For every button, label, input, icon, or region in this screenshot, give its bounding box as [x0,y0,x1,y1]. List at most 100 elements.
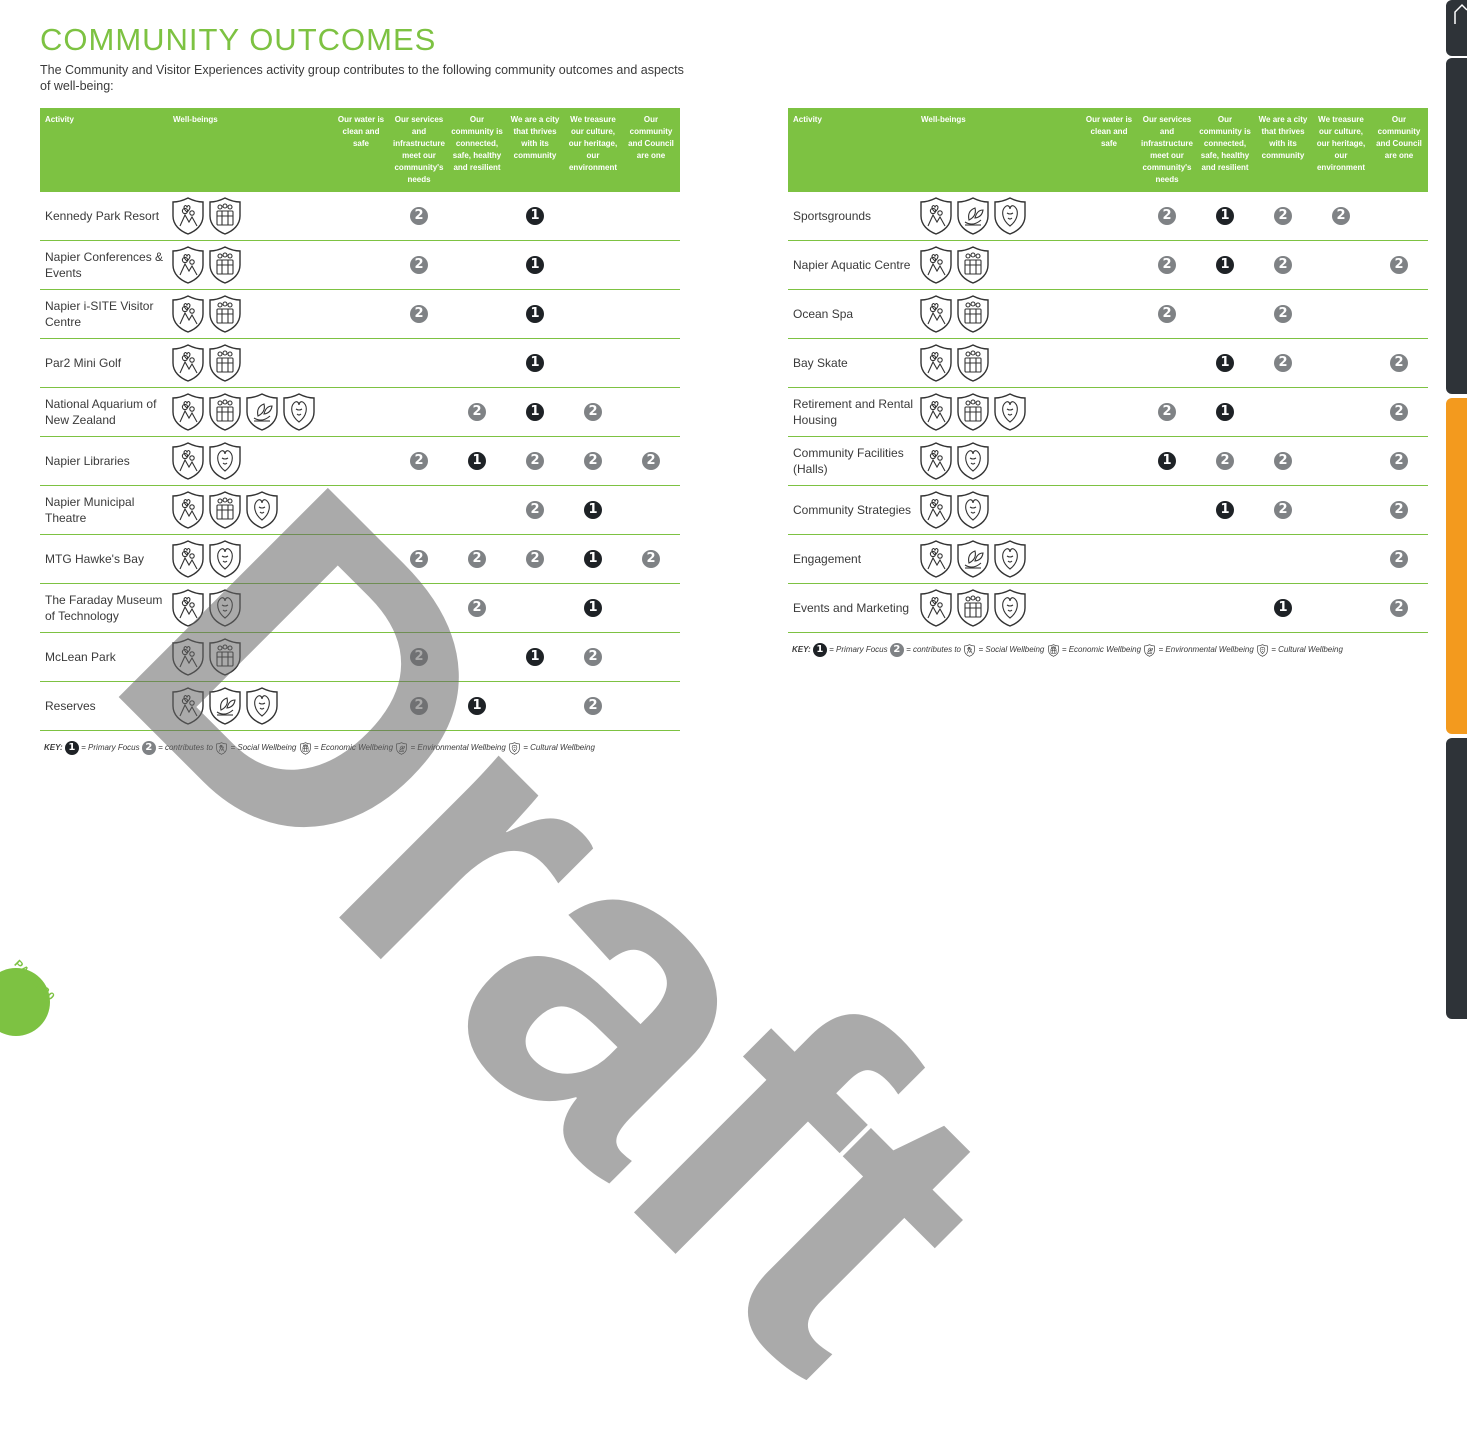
outcome-cell-water [332,289,390,339]
header-outcome-water: Our water is clean and safe [332,108,390,192]
header-outcome-culture: We treasure our culture, our heritage, o… [564,108,622,192]
outcome-cell-water [332,192,390,241]
contributes-badge: 2 [410,256,428,274]
outcome-cell-services: 2 [1138,240,1196,290]
outcome-cell-community: 1 [1196,338,1254,388]
outcome-cell-city: 2 [1254,240,1312,290]
outcome-cell-community: 1 [1196,485,1254,535]
primary-focus-badge: 1 [468,697,486,715]
outcome-cell-culture: 2 [564,436,622,486]
outcome-cell-culture [1312,534,1370,584]
side-tab-home[interactable] [1446,0,1467,56]
header-outcome-culture: We treasure our culture, our heritage, o… [1312,108,1370,192]
primary-focus-badge: 1 [1274,599,1292,617]
home-icon [1454,3,1467,24]
outcome-cell-community [1196,289,1254,339]
outcome-cell-culture [564,192,622,241]
contributes-badge: 2 [526,452,544,470]
side-tab-section-1[interactable] [1446,58,1467,394]
outcome-cell-services: 2 [390,192,448,241]
contributes-badge: 2 [1274,256,1292,274]
wellbeing-icons [916,289,1080,339]
side-tab-section-current[interactable] [1446,398,1467,734]
wellbeing-icons [916,485,1080,535]
outcome-cell-services: 2 [390,289,448,339]
primary-focus-badge: 1 [1216,354,1234,372]
social-wellbeing-icon [918,294,954,334]
primary-focus-badge: 1 [1158,452,1176,470]
social-wellbeing-icon [170,294,206,334]
outcome-cell-culture [564,240,622,290]
header-wellbeings: Well-beings [916,108,1080,192]
outcome-cell-council: 2 [1370,387,1428,437]
outcome-cell-water [332,632,390,682]
outcome-cell-services [1138,583,1196,633]
activity-name: Community Facilities (Halls) [788,436,916,486]
outcome-cell-city [506,681,564,731]
economic-wellbeing-icon [955,392,991,432]
social-wellbeing-icon [170,637,206,677]
contributes-badge: 2 [1390,550,1408,568]
outcome-cell-city: 1 [506,632,564,682]
contributes-badge: 2 [642,452,660,470]
outcome-cell-council: 2 [1370,240,1428,290]
outcome-cell-city [506,583,564,633]
outcome-cell-council: 2 [1370,583,1428,633]
social-wellbeing-icon [918,343,954,383]
outcome-cell-council: 2 [622,436,680,486]
cultural-wellbeing-icon [508,741,521,755]
side-tab-section-3[interactable] [1446,738,1467,1019]
outcome-cell-community [448,485,506,535]
wellbeing-icons [916,192,1080,241]
outcome-cell-services [390,338,448,388]
outcome-cell-water [332,338,390,388]
contributes-badge: 2 [584,697,602,715]
outcome-cell-culture [564,289,622,339]
activity-name: Reserves [40,681,168,731]
outcome-cell-community [1196,534,1254,584]
header-outcome-city: We are a city that thrives with its comm… [506,108,564,192]
outcome-cell-council [622,632,680,682]
outcome-cell-city: 1 [506,387,564,437]
wellbeing-icons [168,436,332,486]
activity-name: Kennedy Park Resort [40,192,168,241]
outcome-cell-culture: 1 [564,534,622,584]
left-outcomes-table: Activity Well-beings Our water is clean … [40,108,680,731]
key-legend-left: KEY: 1 = Primary Focus 2 = contributes t… [44,741,595,755]
outcome-cell-city: 2 [1254,485,1312,535]
header-outcome-services: Our services and infrastructure meet our… [1138,108,1196,192]
contributes-badge: 2 [410,648,428,666]
table-row: Reserves 2 1 2 [40,681,680,731]
outcome-cell-city: 1 [506,338,564,388]
primary-focus-badge: 1 [1216,256,1234,274]
wellbeing-icons [168,192,332,241]
economic-wellbeing-icon [955,588,991,628]
wellbeing-icons [168,240,332,290]
outcome-cell-services: 2 [390,681,448,731]
contributes-badge: 2 [1390,403,1408,421]
outcome-cell-services [1138,338,1196,388]
header-outcome-community: Our community is connected, safe, health… [1196,108,1254,192]
wellbeing-icons [168,583,332,633]
activity-name: Ocean Spa [788,289,916,339]
social-wellbeing-icon [918,245,954,285]
key-contributes-text: = contributes to [906,645,961,655]
key-economic-text: = Economic Wellbeing [313,743,394,753]
activity-name: Napier Municipal Theatre [40,485,168,535]
outcome-cell-community [448,338,506,388]
header-wellbeings: Well-beings [168,108,332,192]
outcome-cell-culture: 2 [564,387,622,437]
outcome-cell-culture [1312,485,1370,535]
wellbeing-icons [168,387,332,437]
economic-wellbeing-icon [1047,643,1060,657]
contributes-badge: 2 [1158,403,1176,421]
social-wellbeing-icon [170,539,206,579]
